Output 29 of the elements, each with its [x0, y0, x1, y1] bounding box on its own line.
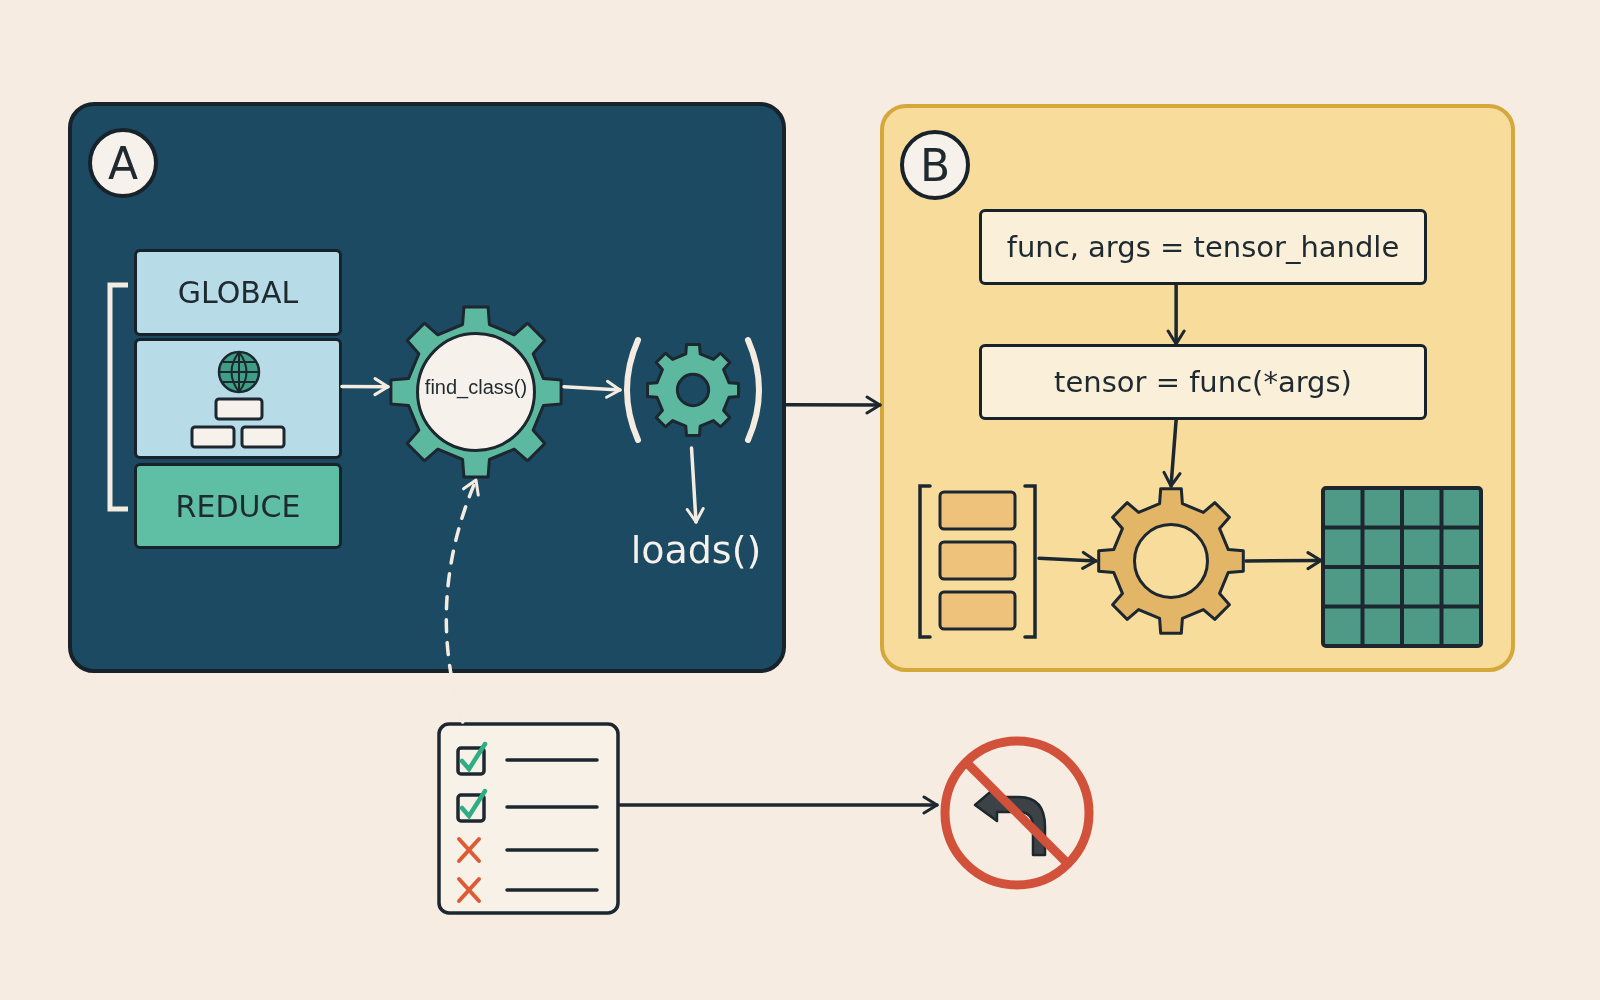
gear-icon	[1096, 486, 1246, 636]
code-text: func, args = tensor_handle	[1006, 230, 1400, 264]
box-label: GLOBAL	[177, 275, 299, 310]
section-panel	[880, 104, 1515, 672]
code-box	[979, 209, 1427, 285]
code-text: tensor = func(*args)	[1054, 365, 1352, 399]
panel-badge: A	[88, 128, 158, 198]
code-box	[979, 344, 1427, 420]
grid-drawing	[1321, 486, 1483, 648]
section-panel	[68, 102, 786, 673]
arrow	[685, 446, 705, 524]
checklist-drawing	[437, 722, 620, 915]
arrow	[562, 379, 622, 399]
function-label: find_class()	[423, 376, 529, 399]
arrow	[1166, 283, 1186, 346]
label-box	[134, 249, 342, 336]
arrow	[340, 377, 390, 397]
icon-box	[134, 338, 342, 459]
arrow	[784, 395, 882, 415]
dashed-arrow	[444, 478, 481, 724]
panel-badge: B	[900, 130, 970, 200]
bracketed-list-drawing	[916, 482, 1039, 641]
arrow	[618, 795, 939, 815]
label-box	[134, 463, 342, 549]
function-label: loads()	[616, 522, 776, 578]
arrow	[1162, 418, 1182, 488]
arrow	[1244, 551, 1323, 571]
arrow	[1037, 550, 1098, 570]
box-label: REDUCE	[175, 488, 301, 524]
